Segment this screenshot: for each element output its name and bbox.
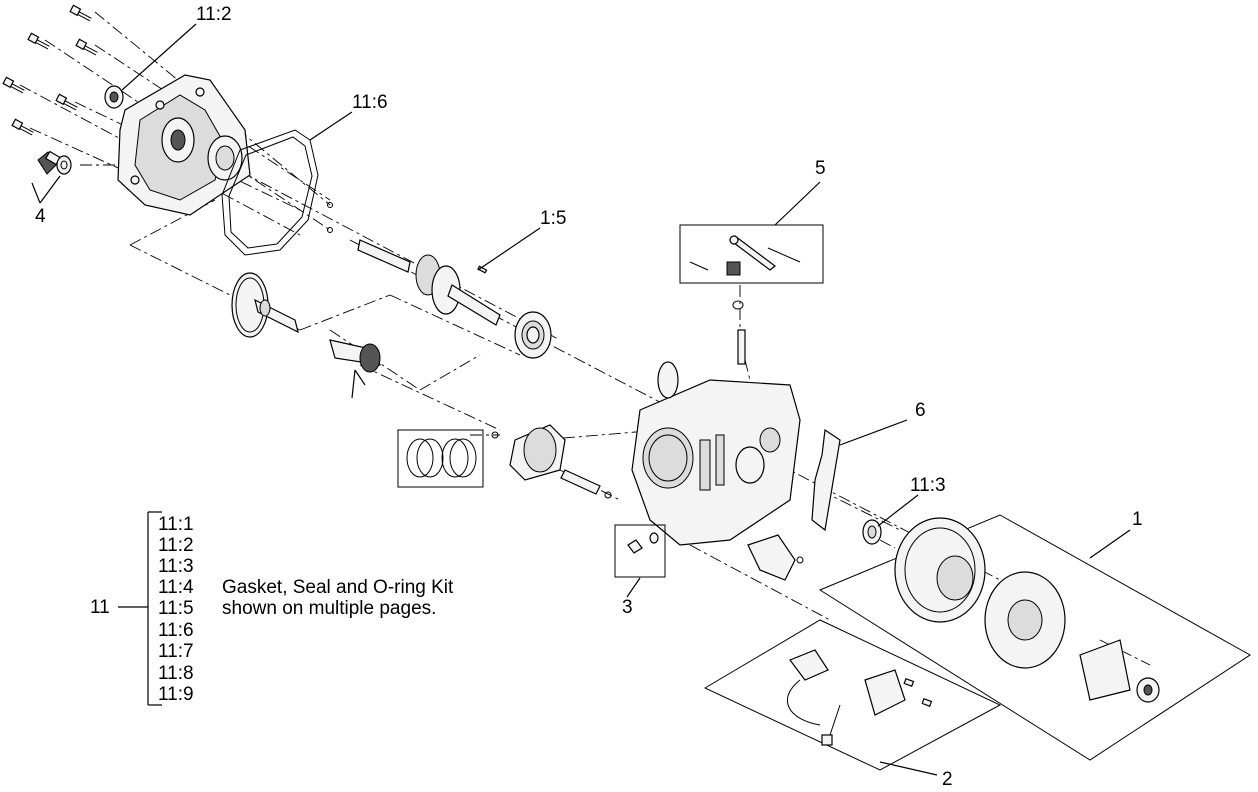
callout-11-2: 11:2 [196,4,232,25]
kit-item-list: 11:1 11:2 11:3 11:4 11:5 11:6 11:7 11:8 … [158,514,194,705]
kit-item: 11:2 [158,535,194,556]
cover-gasket [221,129,333,256]
kit-item: 11:6 [158,620,194,641]
piston [491,424,612,499]
leader-lines [31,23,1131,776]
kit-item: 11:7 [158,641,194,662]
oil-seal-11-3 [862,519,882,545]
kit-note-line-2: shown on multiple pages. [222,598,436,619]
oil-seal-11-2 [104,85,124,109]
kit-item: 11:8 [158,663,194,684]
kit-item: 11:4 [158,577,194,598]
kit-note-line-1: Gasket, Seal and O-ring Kit [222,577,454,598]
bolt-washer-kit [614,524,666,578]
governor-arm-kit [679,224,824,284]
stator-cover [747,534,804,581]
crankcase-block [631,361,801,546]
callout-2: 2 [942,769,953,790]
flywheel-group [818,514,1251,761]
kit-item: 11:5 [158,598,194,619]
cover-bolts [2,4,98,136]
kit-bracket [118,511,162,706]
callout-11-6: 11:6 [352,92,388,113]
governor-shaft [732,300,746,365]
callout-4: 4 [35,206,46,227]
breather-plate [811,428,841,532]
callout-6: 6 [915,400,926,421]
callout-11-3: 11:3 [910,475,946,496]
callout-11: 11 [90,597,110,618]
governor-assembly [329,339,381,399]
piston-ring-set [397,429,484,488]
kit-item: 11:3 [158,556,194,577]
main-bearing [514,311,552,359]
callout-3: 3 [622,597,633,618]
crankshaft [357,239,501,326]
kit-item: 11:9 [158,684,194,705]
crankcase-cover [117,74,251,216]
kit-item: 11:1 [158,514,194,535]
camshaft-gear [231,272,299,338]
ignition-coil-group [703,619,1002,771]
callout-5: 5 [815,158,826,179]
callout-1: 1 [1132,509,1143,530]
callout-1-5: 1:5 [540,208,566,229]
oil-fill-plug [37,150,72,175]
